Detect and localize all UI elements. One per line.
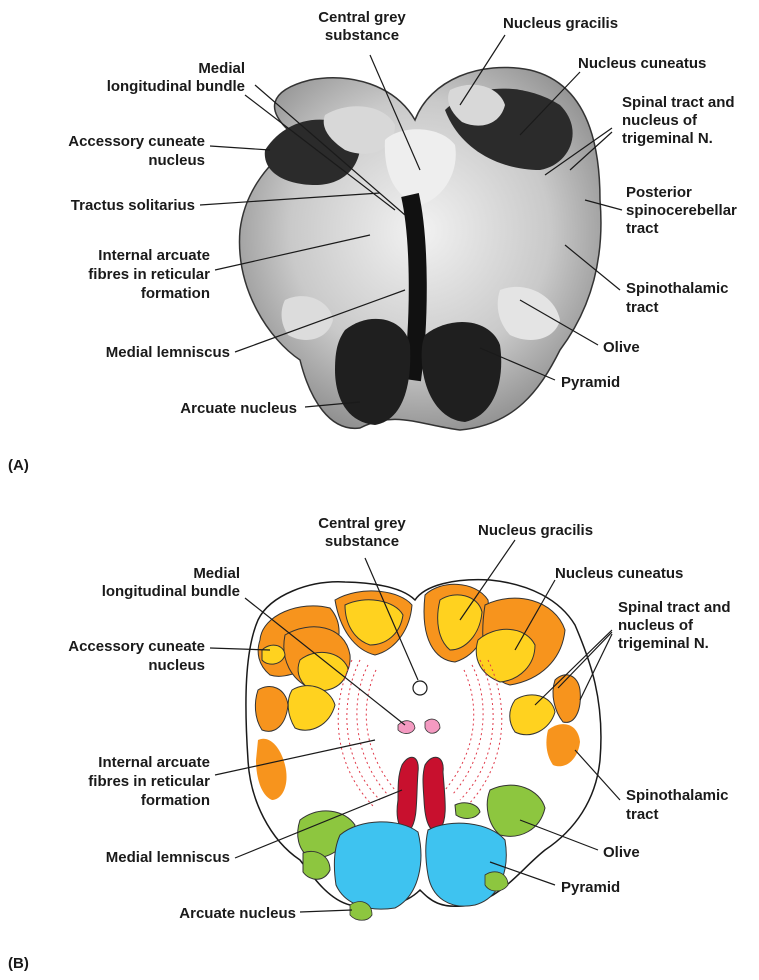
panel-a-micrograph xyxy=(240,67,601,430)
label-b-nucleus-cuneatus: Nucleus cuneatus xyxy=(555,565,683,582)
label-a-nucleus-gracilis: Nucleus gracilis xyxy=(503,15,618,32)
pyramid-left xyxy=(334,822,421,909)
label-a-arcuate-nucleus: Arcuate nucleus xyxy=(180,400,297,417)
label-b-pyramid: Pyramid xyxy=(561,879,620,896)
panel-label-a: (A) xyxy=(8,457,29,474)
panel-b-schematic xyxy=(246,580,601,921)
medial-longitudinal-bundle-left xyxy=(398,721,415,734)
accessory-cuneate-nucleus xyxy=(262,645,285,664)
label-a-olive: Olive xyxy=(603,339,640,356)
label-b-olive: Olive xyxy=(603,844,640,861)
medial-longitudinal-bundle-right xyxy=(425,719,440,733)
label-a-nucleus-cuneatus: Nucleus cuneatus xyxy=(578,55,706,72)
photo-midline xyxy=(410,195,418,380)
label-b-arcuate-nucleus: Arcuate nucleus xyxy=(179,905,296,922)
label-b-nucleus-gracilis: Nucleus gracilis xyxy=(478,522,593,539)
label-a-medial-lemniscus: Medial lemniscus xyxy=(106,344,230,361)
medial-lemniscus-right xyxy=(423,757,445,831)
panel-label-b: (B) xyxy=(8,955,29,972)
central-canal xyxy=(413,681,427,695)
label-a-tractus-solitarius: Tractus solitarius xyxy=(71,197,195,214)
label-b-medial-lemniscus: Medial lemniscus xyxy=(106,849,230,866)
label-a-pyramid: Pyramid xyxy=(561,374,620,391)
